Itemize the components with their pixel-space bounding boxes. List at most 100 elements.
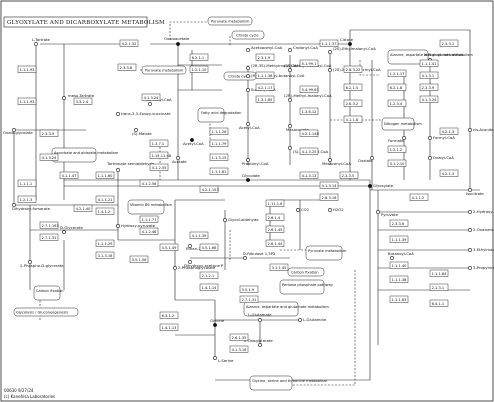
- enzyme-box[interactable]: 3.5.1.9: [239, 285, 259, 293]
- enzyme-box-frame[interactable]: [429, 283, 449, 291]
- enzyme-box[interactable]: 3.1.3.18: [95, 251, 115, 259]
- enzyme-box[interactable]: 2.8.3.16: [319, 193, 339, 201]
- enzyme-box-frame[interactable]: [39, 153, 59, 161]
- enzyme-box[interactable]: 4.1.1.8: [343, 115, 363, 123]
- enzyme-box[interactable]: 1.1.1.39: [389, 235, 409, 243]
- compound-ethylmalate[interactable]: 3-Ethylmalate: [468, 247, 494, 252]
- enzyme-box-frame[interactable]: [265, 239, 285, 247]
- enzyme-box[interactable]: 1.14.11.48: [149, 151, 172, 159]
- enzyme-box[interactable]: 4.1.3.24: [141, 93, 161, 101]
- enzyme-box-frame[interactable]: [199, 283, 219, 291]
- enzyme-box-frame[interactable]: [429, 269, 449, 277]
- compound-phosphoglycerate[interactable]: 2-Phospho-D-glycerate: [20, 260, 64, 268]
- enzyme-box-frame[interactable]: [95, 239, 115, 247]
- compound-propionyl-coa[interactable]: Propionyl-CoA: [242, 158, 269, 166]
- enzyme-box[interactable]: 1.1.1.1: [17, 179, 37, 187]
- enzyme-box[interactable]: 6.4.1.1: [429, 299, 449, 307]
- compound-node[interactable]: [298, 318, 302, 322]
- enzyme-box-frame[interactable]: [95, 207, 115, 215]
- enzyme-box[interactable]: 2.3.3.6: [389, 219, 409, 227]
- compound-node[interactable]: [246, 66, 250, 70]
- enzyme-box-frame[interactable]: [239, 295, 259, 303]
- enzyme-box-frame[interactable]: [439, 127, 459, 135]
- compound-node[interactable]: [173, 266, 177, 270]
- enzyme-box-frame[interactable]: [199, 185, 219, 193]
- enzyme-box-frame[interactable]: [141, 93, 161, 101]
- enzyme-box-frame[interactable]: [419, 95, 439, 103]
- enzyme-box-frame[interactable]: [17, 65, 37, 73]
- compound-tartronate-semialdehyde[interactable]: Tartronate semialdehyde: [106, 161, 155, 172]
- enzyme-box-frame[interactable]: [419, 71, 439, 79]
- map-link-carbon-fixation[interactable]: Carbon fixation: [287, 267, 325, 277]
- compound-node[interactable]: [246, 178, 250, 182]
- compound-dihydroxyacetone[interactable]: Dihydroxy-acetone P: [184, 260, 224, 268]
- enzyme-box[interactable]: 1.2.3.4: [387, 99, 407, 107]
- enzyme-box-frame[interactable]: [319, 193, 339, 201]
- enzyme-box[interactable]: 3.3.2.4: [73, 97, 93, 105]
- compound-oxalyl-coa[interactable]: Oxalyl-CoA: [428, 155, 454, 160]
- enzyme-box[interactable]: 4.1.2.56: [139, 179, 159, 187]
- compound-node[interactable]: [148, 102, 152, 106]
- compound-ethanolamine[interactable]: Ethan-1,2-diol: [186, 244, 213, 251]
- compound-dihydroxyfumarate[interactable]: Dihydroxy-fumarate: [12, 203, 51, 211]
- compound-node[interactable]: [213, 323, 217, 327]
- enzyme-box[interactable]: 1.3.7.1: [149, 139, 169, 147]
- enzyme-box-frame[interactable]: [389, 261, 409, 269]
- compound-cis-aconitate[interactable]: cis-Aconitate: [468, 127, 494, 132]
- enzyme-box[interactable]: 1.2.1.3: [17, 195, 37, 203]
- enzyme-box[interactable]: 4.1.1.21: [95, 195, 115, 203]
- compound-node[interactable]: [246, 158, 250, 162]
- compound-trans-epoxy[interactable]: trans-2,3-Epoxy-succinate: [116, 111, 171, 116]
- enzyme-box-frame[interactable]: [299, 59, 319, 67]
- compound-oxalo-glycolate[interactable]: Oxalo-glycolate: [3, 128, 33, 135]
- compound-node[interactable]: [288, 48, 292, 52]
- compound-node[interactable]: [246, 74, 250, 78]
- compound-citrate[interactable]: Citrate: [340, 37, 354, 46]
- enzyme-box[interactable]: 3.5.1.68: [199, 243, 219, 251]
- compound-formyl-coa[interactable]: Formyl-CoA: [428, 135, 455, 140]
- compound-node[interactable]: [296, 208, 300, 212]
- enzyme-box-frame[interactable]: [265, 225, 285, 233]
- enzyme-box-frame[interactable]: [139, 227, 159, 235]
- enzyme-box-frame[interactable]: [387, 69, 407, 77]
- enzyme-box-frame[interactable]: [73, 204, 93, 212]
- map-link-nitrogen-metabolism[interactable]: Nitrogen metabolism: [381, 117, 422, 131]
- compound-s-malate[interactable]: (S)-Malate: [132, 128, 152, 136]
- enzyme-box-frame[interactable]: [389, 275, 409, 283]
- enzyme-box-frame[interactable]: [439, 169, 459, 177]
- compound-node[interactable]: [428, 156, 432, 160]
- enzyme-box[interactable]: 1.2.1.17: [387, 69, 407, 77]
- enzyme-box[interactable]: 2.7.1.165: [39, 221, 59, 229]
- map-link-glycolysis[interactable]: Glycolysis / Gluconeogenesis: [13, 307, 79, 317]
- enzyme-box-frame[interactable]: [419, 83, 439, 91]
- enzyme-box[interactable]: 2.3.1.9: [255, 53, 275, 61]
- enzyme-box[interactable]: 4.1.3.24: [419, 95, 439, 103]
- compound-node[interactable]: [62, 96, 66, 100]
- enzyme-box-frame[interactable]: [319, 39, 339, 47]
- compound-node[interactable]: [34, 42, 38, 46]
- enzyme-box-frame[interactable]: [17, 179, 37, 187]
- enzyme-box[interactable]: 2.1.3.1: [429, 283, 449, 291]
- enzyme-box-frame[interactable]: [17, 97, 37, 105]
- compound-glycerate[interactable]: D-Glycerate: [60, 225, 83, 234]
- compound-mesaconyl-coa[interactable]: Mesaconyl-CoA: [322, 158, 351, 166]
- enzyme-box-frame[interactable]: [389, 219, 409, 227]
- enzyme-box[interactable]: 2.3.3.8: [117, 63, 137, 71]
- enzyme-box[interactable]: 4.1.3.13: [299, 171, 319, 179]
- compound-node[interactable]: [246, 122, 250, 126]
- enzyme-box-frame[interactable]: [265, 213, 285, 221]
- compound-methylmalyl-coa[interactable]: (2R,3S)-Methylmalyl-CoA: [246, 63, 299, 70]
- enzyme-box-frame[interactable]: [319, 181, 339, 189]
- enzyme-box-frame[interactable]: [199, 243, 219, 251]
- compound-node[interactable]: [188, 244, 192, 248]
- enzyme-box-frame[interactable]: [389, 295, 409, 303]
- compound-ribulose[interactable]: D-Ribulose 1,5P2: [243, 251, 276, 260]
- enzyme-box[interactable]: 1.1.1.84: [429, 269, 449, 277]
- compound-node[interactable]: [246, 88, 250, 92]
- map-link-pyruvate-metabolism-2[interactable]: Pyruvate metabolism: [141, 65, 187, 75]
- enzyme-box-frame[interactable]: [95, 195, 115, 203]
- enzyme-box-frame[interactable]: [149, 163, 169, 171]
- map-link-citrate-cycle[interactable]: Citrate cycle: [231, 30, 265, 40]
- enzyme-box-frame[interactable]: [255, 83, 275, 91]
- compound-l-glutamate[interactable]: L-Glutamate: [248, 312, 272, 322]
